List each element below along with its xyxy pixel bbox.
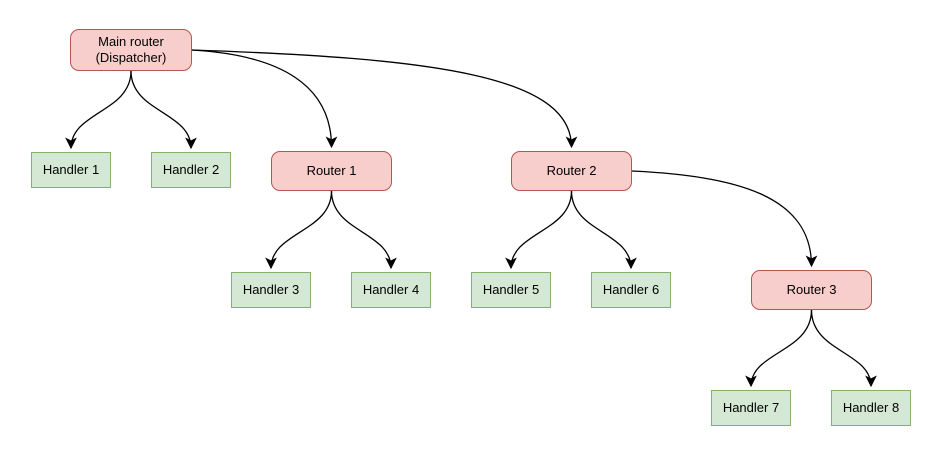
node-handler-5[interactable]: Handler 5 xyxy=(471,272,551,308)
edge-router3-to-handler7 xyxy=(745,309,813,388)
edge-router3-to-handler8 xyxy=(810,309,877,388)
edge-main-to-handler1 xyxy=(65,70,132,150)
node-handler-6[interactable]: Handler 6 xyxy=(591,272,671,308)
node-handler-2[interactable]: Handler 2 xyxy=(151,152,231,188)
node-handler-7[interactable]: Handler 7 xyxy=(711,390,791,426)
node-router-2[interactable]: Router 2 xyxy=(511,151,632,191)
node-handler-4[interactable]: Handler 4 xyxy=(351,272,431,308)
edge-router2-to-handler5 xyxy=(505,190,573,270)
edge-router1-to-handler3 xyxy=(265,190,333,270)
edge-router2-to-router3 xyxy=(631,170,818,268)
node-handler-8[interactable]: Handler 8 xyxy=(831,390,911,426)
node-handler-3[interactable]: Handler 3 xyxy=(231,272,311,308)
edge-main-to-router1 xyxy=(191,49,338,149)
node-router-3[interactable]: Router 3 xyxy=(751,270,872,310)
edge-main-to-router2 xyxy=(191,49,578,149)
node-main-router[interactable]: Main router (Dispatcher) xyxy=(70,29,192,71)
edge-main-to-handler2 xyxy=(130,70,197,150)
node-handler-1[interactable]: Handler 1 xyxy=(31,152,111,188)
node-router-1[interactable]: Router 1 xyxy=(271,151,392,191)
edge-router1-to-handler4 xyxy=(330,190,397,270)
edge-router2-to-handler6 xyxy=(570,190,637,270)
